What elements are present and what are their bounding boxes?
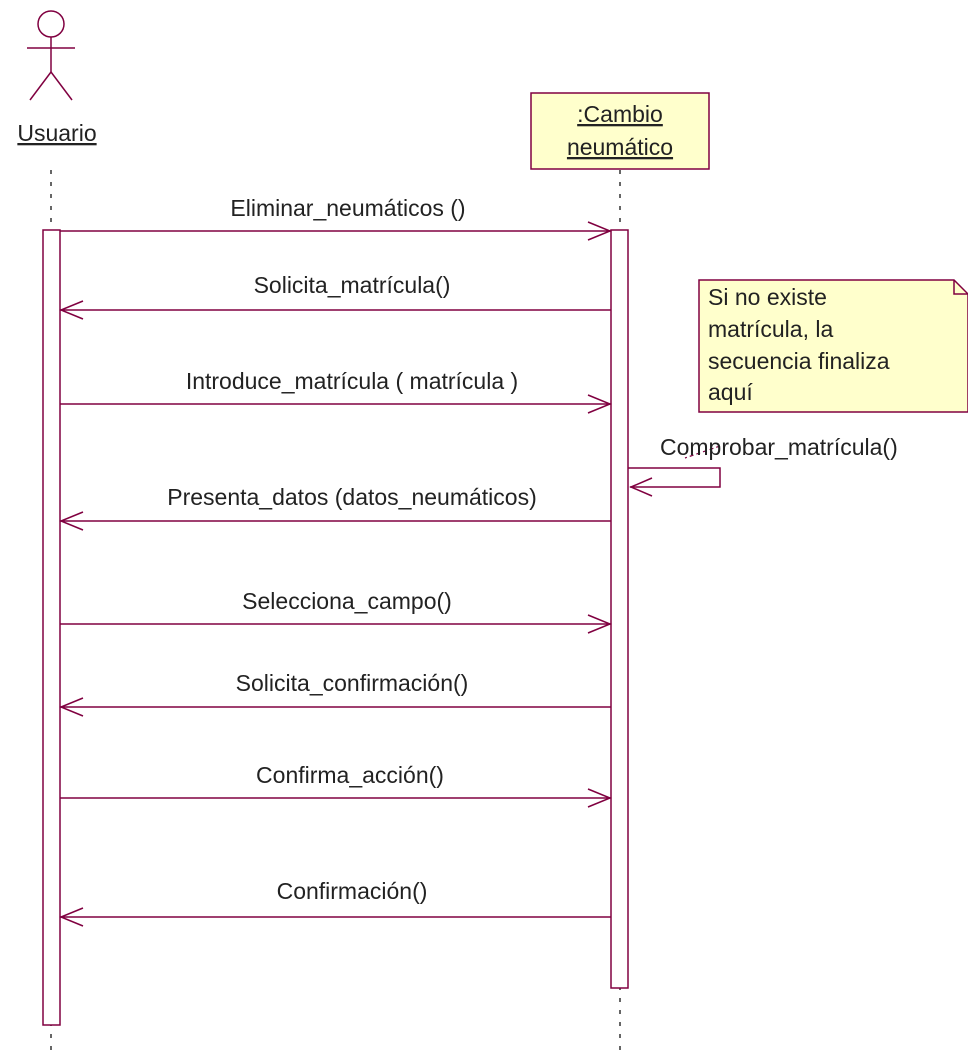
actor-head <box>37 10 65 38</box>
message-label: Introduce_matrícula ( matrícula ) <box>186 368 518 394</box>
message-arrowhead <box>587 614 612 634</box>
message-label: Confirmación() <box>277 878 428 904</box>
note-anchor-line <box>684 445 721 459</box>
message <box>59 300 611 320</box>
message <box>60 614 612 634</box>
note-shape <box>698 279 968 413</box>
actor-name: Usuario <box>17 120 96 146</box>
object-name-line1: :Cambio <box>577 101 663 127</box>
message-arrowhead <box>587 788 612 808</box>
message <box>59 511 611 531</box>
message <box>60 394 612 414</box>
message-label: Selecciona_campo() <box>242 588 452 614</box>
note-line: secuencia finaliza <box>708 348 890 374</box>
actor-activation-bar <box>42 229 61 1026</box>
message-arrowhead <box>59 300 84 320</box>
message <box>59 907 611 927</box>
message-line <box>628 467 721 488</box>
message-arrowhead <box>587 221 612 241</box>
message-arrowhead <box>59 907 84 927</box>
message-arrowhead <box>59 697 84 717</box>
message-arrowhead <box>587 394 612 414</box>
object-name-line2: neumático <box>567 134 673 160</box>
message-arrowhead <box>629 477 653 497</box>
note-line: Si no existe <box>708 284 827 310</box>
message-label: Solicita_matrícula() <box>254 272 451 298</box>
note-fold <box>953 280 968 295</box>
note-line: matrícula, la <box>708 316 833 342</box>
note-line: aquí <box>708 379 753 405</box>
actor-figure <box>27 10 75 101</box>
object-box <box>530 92 710 170</box>
message-label: Eliminar_neumáticos () <box>230 195 465 221</box>
message-label: Confirma_acción() <box>256 762 444 788</box>
message-arrowhead <box>59 511 84 531</box>
message-label: Solicita_confirmación() <box>236 670 469 696</box>
self-message <box>628 467 721 497</box>
object-activation-bar <box>610 229 629 989</box>
note: Si no existe matrícula, la secuencia fin… <box>698 279 968 413</box>
message-label: Presenta_datos (datos_neumáticos) <box>167 484 537 510</box>
message <box>60 221 612 241</box>
message <box>59 697 611 717</box>
message-label: Comprobar_matrícula() <box>660 434 898 460</box>
message <box>60 788 612 808</box>
